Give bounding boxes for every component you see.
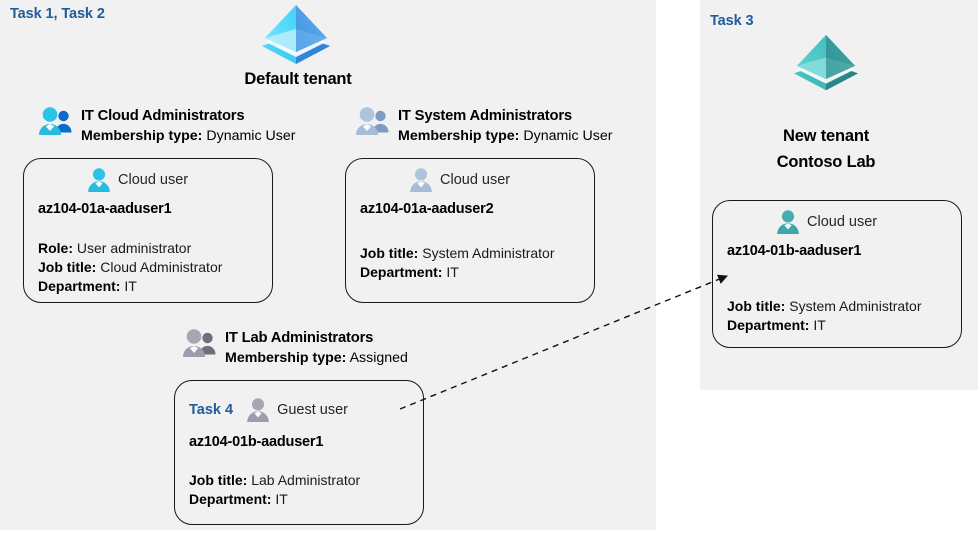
new-tenant-label-line2: Contoso Lab [776,153,876,171]
card-user-name: az104-01a-aaduser1 [38,201,172,217]
card-user-type-label: Cloud user [440,172,511,188]
card-user-name: az104-01b-aaduser1 [189,434,324,450]
default-tenant-label: Default tenant [244,70,352,88]
cloud-user-icon [775,209,801,235]
attr-row: Job title: System Administrator [360,244,555,263]
azure-ad-tenant-icon [258,2,334,68]
group-membership: Membership type: Dynamic User [81,126,295,146]
card-user-type-label: Cloud user [118,172,189,188]
attr-key: Job title: [189,472,248,488]
group-title: IT Lab Administrators [225,330,374,346]
user-card-guest-az104-01b-aaduser1[interactable]: Task 4 Guest user az104-01b-aaduser1 Job… [174,380,424,525]
attr-value: User administrator [76,240,192,256]
attr-row: Role: User administrator [38,239,222,258]
cloud-user-icon [408,167,434,193]
group-users-icon [182,328,218,362]
card-user-type: Cloud user [86,167,188,193]
group-title: IT Cloud Administrators [81,108,245,124]
default-tenant-panel [0,0,656,530]
user-card-az104-01a-aaduser1[interactable]: Cloud user az104-01a-aaduser1 Role: User… [23,158,273,303]
attr-row: Job title: Cloud Administrator [38,258,222,277]
group-membership: Membership type: Dynamic User [398,126,612,146]
attr-value: IT [813,317,826,333]
attr-value: IT [446,264,459,280]
group-users-icon [355,106,391,140]
attr-value: Lab Administrator [251,472,361,488]
attr-row: Department: IT [360,263,555,282]
card-user-type: Task 4 Guest user [189,397,348,423]
membership-type-value: Dynamic User [523,128,613,144]
attr-row: Department: IT [727,316,922,335]
card-attributes: Role: User administrator Job title: Clou… [38,239,222,296]
attr-row: Job title: System Administrator [727,297,922,316]
card-attributes: Job title: System Administrator Departme… [727,297,922,335]
card-attributes: Job title: Lab Administrator Department:… [189,471,360,509]
membership-type-key: Membership type: [81,128,203,144]
task-tag-4: Task 4 [189,402,234,418]
attr-key: Department: [360,264,443,280]
cloud-user-icon [86,167,112,193]
attr-value: Cloud Administrator [100,259,223,275]
user-card-az104-01a-aaduser2[interactable]: Cloud user az104-01a-aaduser2 Job title:… [345,158,595,303]
guest-user-icon [245,397,271,423]
attr-value: IT [124,278,137,294]
group-it-cloud-administrators: IT Cloud Administrators Membership type:… [38,106,295,146]
azure-ad-tenant-icon [790,32,862,94]
attr-key: Job title: [727,298,786,314]
card-user-name: az104-01a-aaduser2 [360,201,494,217]
user-card-new-tenant-az104-01b-aaduser1[interactable]: Cloud user az104-01b-aaduser1 Job title:… [712,200,962,348]
membership-type-key: Membership type: [398,128,520,144]
attr-key: Department: [38,278,121,294]
attr-key: Department: [189,491,272,507]
membership-type-key: Membership type: [225,350,347,366]
card-attributes: Job title: System Administrator Departme… [360,244,555,282]
card-user-type-label: Cloud user [807,214,878,230]
new-tenant-label-line1: New tenant [782,127,869,145]
task-tag-1-2: Task 1, Task 2 [10,6,105,22]
attr-row: Department: IT [38,277,222,296]
attr-key: Job title: [38,259,97,275]
group-title: IT System Administrators [398,108,572,124]
attr-value: IT [275,491,288,507]
membership-type-value: Dynamic User [206,128,296,144]
card-user-type: Cloud user [408,167,510,193]
attr-value: System Administrator [422,245,555,261]
attr-key: Role: [38,240,73,256]
group-users-icon [38,106,74,140]
card-user-type-label: Guest user [277,402,348,418]
group-it-system-administrators: IT System Administrators Membership type… [355,106,612,146]
attr-value: System Administrator [789,298,922,314]
card-user-type: Cloud user [775,209,877,235]
attr-row: Department: IT [189,490,360,509]
attr-key: Job title: [360,245,419,261]
task-tag-3: Task 3 [710,13,754,29]
group-membership: Membership type: Assigned [225,348,408,368]
group-it-lab-administrators: IT Lab Administrators Membership type: A… [182,328,408,368]
card-user-name: az104-01b-aaduser1 [727,243,862,259]
membership-type-value: Assigned [349,350,408,366]
attr-key: Department: [727,317,810,333]
attr-row: Job title: Lab Administrator [189,471,360,490]
